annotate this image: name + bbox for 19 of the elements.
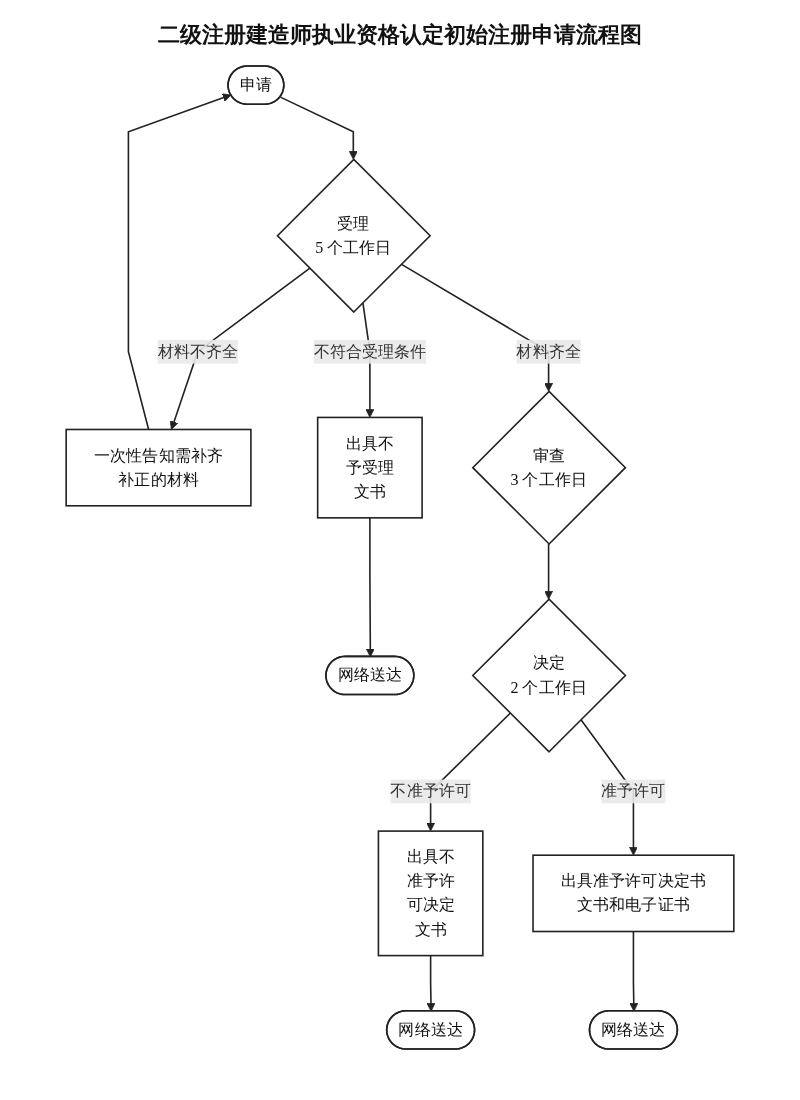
edge-label: 不符合受理条件 xyxy=(313,342,427,360)
node-box: 出具不予受理文书 xyxy=(316,416,423,519)
edge-label: 不准予许可 xyxy=(390,782,471,800)
node-box: 出具不准予许可决定文书 xyxy=(377,830,484,957)
arrow xyxy=(544,543,553,600)
node-diamond: 决定 2 个工作日 xyxy=(471,598,627,753)
arrow xyxy=(426,954,436,1012)
arrow xyxy=(629,930,639,1012)
arrow xyxy=(127,93,232,431)
arrow xyxy=(365,517,375,658)
node-diamond: 受理 5 个工作日 xyxy=(276,158,432,314)
arrow xyxy=(279,96,358,160)
edge-label: 材料齐全 xyxy=(516,342,581,360)
edge-label: 准予许可 xyxy=(601,782,666,800)
node-box: 一次性告知需补齐补正的材料 xyxy=(65,428,252,507)
node-diamond: 审查 3 个工作日 xyxy=(471,390,627,546)
diagram-title: 二级注册建造师执业资格认定初始注册申请流程图 xyxy=(157,21,643,49)
node-box: 出具准予许可决定书文书和电子证书 xyxy=(532,854,735,933)
edge-label: 材料不齐全 xyxy=(157,342,238,360)
